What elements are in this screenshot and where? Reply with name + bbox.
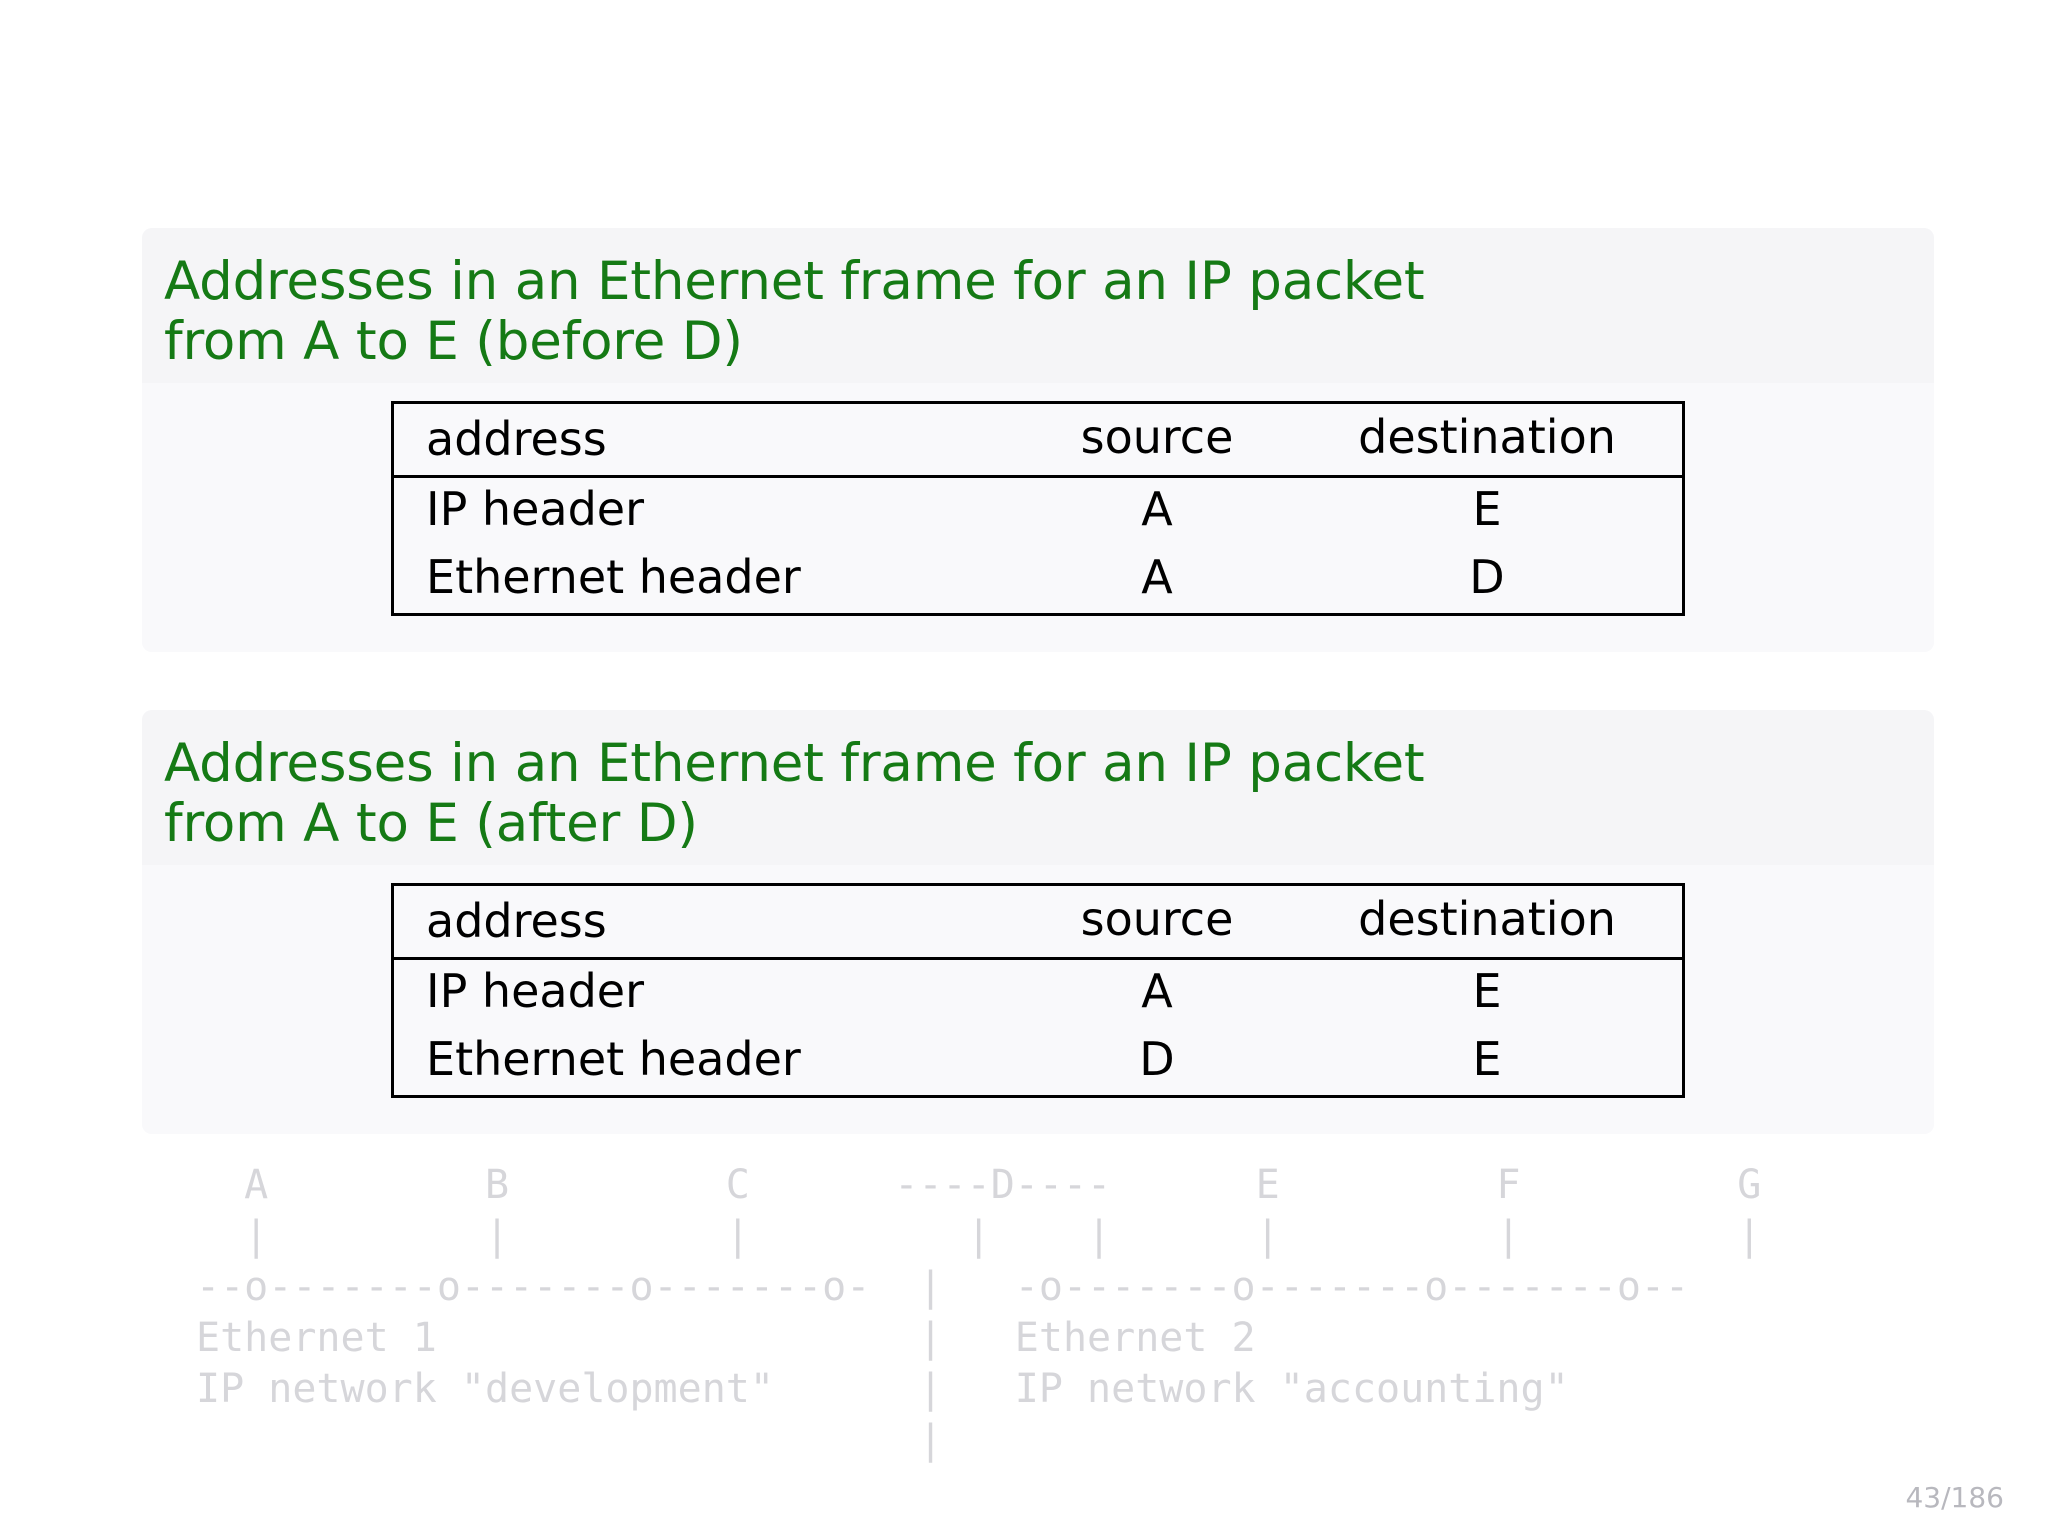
cell-address: Ethernet header — [426, 1031, 801, 1086]
table-wrapper-after-d: address source destination IP header A E… — [142, 882, 1934, 1099]
table-header-row: address source destination — [392, 402, 1684, 477]
column-header-source: source — [1080, 409, 1234, 464]
block-title-line-2: from A to E (after D) — [164, 793, 698, 855]
block-after-d: Addresses in an Ethernet frame for an IP… — [142, 710, 1934, 1135]
column-header-address: address — [426, 893, 607, 948]
table-row: IP header A E — [393, 959, 1684, 1028]
cell-destination: E — [1472, 964, 1502, 1019]
address-table-before-d: address source destination IP header A E… — [391, 400, 1685, 617]
cell-address: Ethernet header — [426, 549, 801, 604]
block-title-before-d: Addresses in an Ethernet frame for an IP… — [142, 228, 1934, 383]
page-number: 43/186 — [1905, 1481, 2004, 1514]
network-ascii-diagram: A B C ----D---- E F G | | | | | | | | --… — [196, 1162, 1762, 1463]
column-header-destination: destination — [1358, 409, 1616, 464]
cell-address: IP header — [426, 482, 644, 537]
column-header-address: address — [426, 411, 607, 466]
cell-source: D — [1139, 1031, 1175, 1086]
table-head: address source destination — [392, 884, 1684, 959]
block-body-before-d: address source destination IP header A E… — [142, 382, 1934, 653]
cell-source: A — [1141, 964, 1173, 1019]
block-title-after-d: Addresses in an Ethernet frame for an IP… — [142, 710, 1934, 865]
cell-source: A — [1141, 549, 1173, 604]
table-row: IP header A E — [393, 477, 1684, 546]
table-wrapper-before-d: address source destination IP header A E… — [142, 400, 1934, 617]
cell-destination: D — [1469, 549, 1505, 604]
address-table-after-d: address source destination IP header A E… — [391, 882, 1685, 1099]
table-body: IP header A E Ethernet header D E — [393, 959, 1684, 1097]
block-title-line-2: from A to E (before D) — [164, 311, 743, 373]
table-row: Ethernet header D E — [393, 1028, 1684, 1097]
column-header-destination: destination — [1358, 891, 1616, 946]
cell-address: IP header — [426, 964, 644, 1019]
table-head: address source destination — [392, 402, 1684, 477]
block-body-after-d: address source destination IP header A E… — [142, 864, 1934, 1135]
block-before-d: Addresses in an Ethernet frame for an IP… — [142, 228, 1934, 653]
block-title-line-1: Addresses in an Ethernet frame for an IP… — [164, 251, 1425, 312]
cell-source: A — [1141, 482, 1173, 537]
table-header-row: address source destination — [392, 884, 1684, 959]
table-row: Ethernet header A D — [393, 546, 1684, 615]
block-title-line-1: Addresses in an Ethernet frame for an IP… — [164, 733, 1425, 794]
table-body: IP header A E Ethernet header A D — [393, 477, 1684, 615]
column-header-source: source — [1080, 891, 1234, 946]
cell-destination: E — [1472, 1031, 1502, 1086]
cell-destination: E — [1472, 482, 1502, 537]
